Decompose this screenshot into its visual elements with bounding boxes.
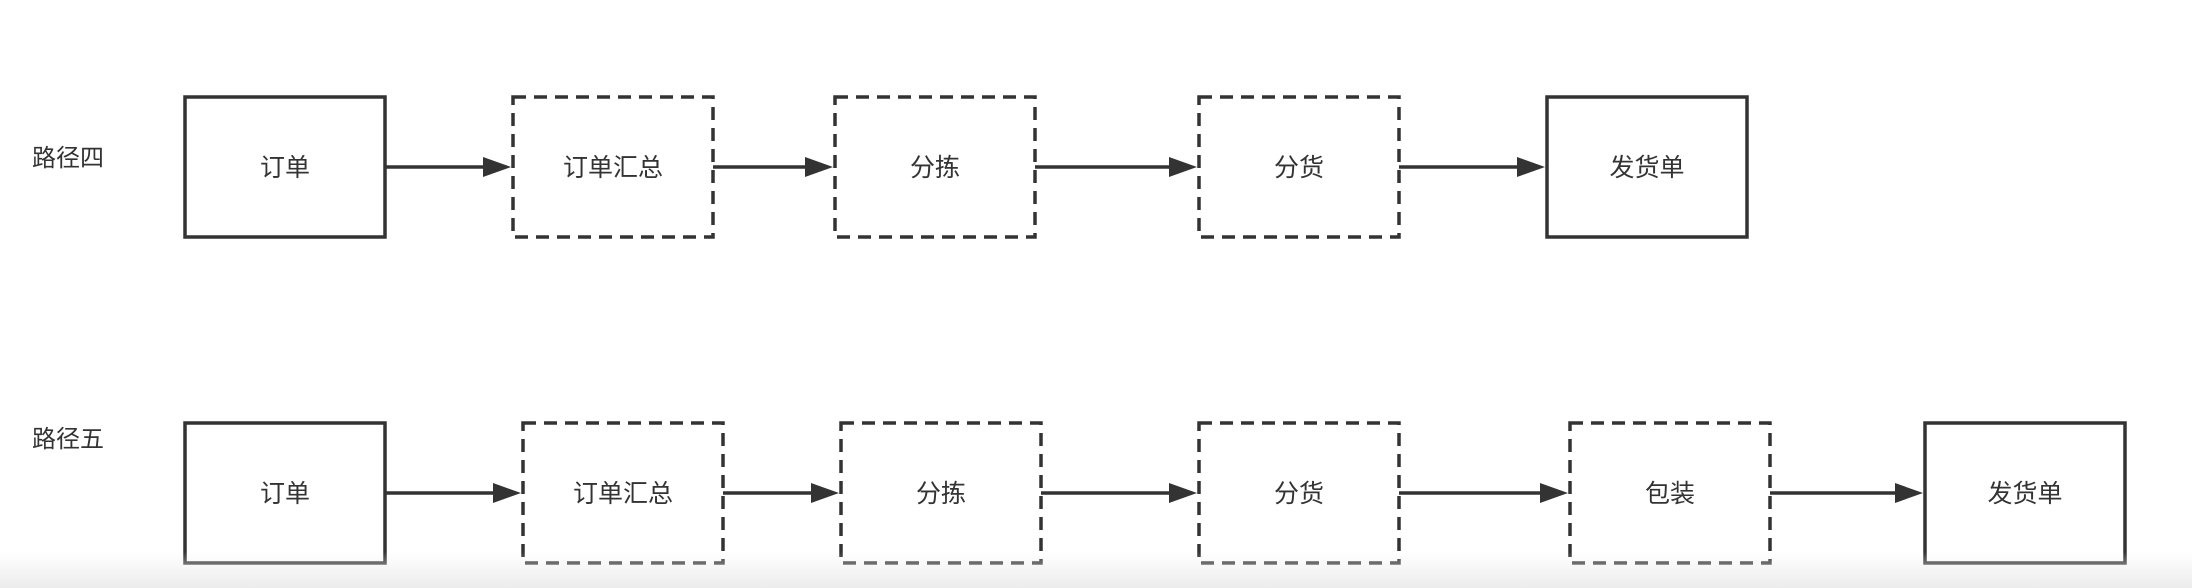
node-label: 分拣 (916, 479, 966, 508)
arrow-head-icon (493, 483, 521, 503)
flow-arrow (1399, 483, 1568, 503)
flow-node: 订单 (183, 421, 387, 565)
flow-arrow (713, 157, 833, 177)
dashed-process-box (1568, 421, 1772, 565)
flow-row-1: 路径四 订单 订单汇总 分拣 分货 发货单 (32, 95, 1749, 239)
flow-node: 分拣 (839, 421, 1043, 565)
flow-arrow (1035, 157, 1197, 177)
node-label: 分拣 (910, 153, 960, 182)
flow-arrow (385, 157, 511, 177)
node-label: 发货单 (1609, 153, 1684, 182)
flow-node: 分货 (1197, 421, 1401, 565)
node-label: 分货 (1274, 153, 1324, 182)
dashed-process-box (521, 421, 725, 565)
solid-process-box (183, 421, 387, 565)
flow-node: 发货单 (1545, 95, 1749, 239)
node-label: 订单汇总 (563, 153, 663, 182)
flow-node: 分拣 (833, 95, 1037, 239)
flow-node: 包装 (1568, 421, 1772, 565)
flow-node: 订单汇总 (521, 421, 725, 565)
bottom-edge-shadow (0, 552, 2192, 588)
flow-node: 发货单 (1923, 421, 2127, 565)
node-label: 订单 (260, 153, 310, 182)
node-label: 分货 (1274, 479, 1324, 508)
flow-node: 分货 (1197, 95, 1401, 239)
row-label: 路径四 (32, 144, 104, 172)
flow-arrow (723, 483, 839, 503)
flow-node: 订单汇总 (511, 95, 715, 239)
arrow-head-icon (1517, 157, 1545, 177)
node-label: 包装 (1645, 479, 1695, 508)
flow-arrow (1770, 483, 1923, 503)
row-label: 路径五 (32, 425, 104, 453)
node-label: 发货单 (1987, 479, 2062, 508)
dashed-process-box (1197, 421, 1401, 565)
flow-arrow (1399, 157, 1545, 177)
solid-process-box (1545, 95, 1749, 239)
dashed-process-box (833, 95, 1037, 239)
flow-node: 订单 (183, 95, 387, 239)
dashed-process-box (839, 421, 1043, 565)
arrow-head-icon (805, 157, 833, 177)
arrow-head-icon (1169, 483, 1197, 503)
solid-process-box (183, 95, 387, 239)
arrow-head-icon (483, 157, 511, 177)
flow-arrow (1041, 483, 1197, 503)
dashed-process-box (511, 95, 715, 239)
node-label: 订单 (260, 479, 310, 508)
arrow-head-icon (1169, 157, 1197, 177)
dashed-process-box (1197, 95, 1401, 239)
arrow-head-icon (1895, 483, 1923, 503)
arrow-head-icon (1540, 483, 1568, 503)
arrow-head-icon (811, 483, 839, 503)
solid-process-box (1923, 421, 2127, 565)
node-label: 订单汇总 (573, 479, 673, 508)
flow-arrow (385, 483, 521, 503)
